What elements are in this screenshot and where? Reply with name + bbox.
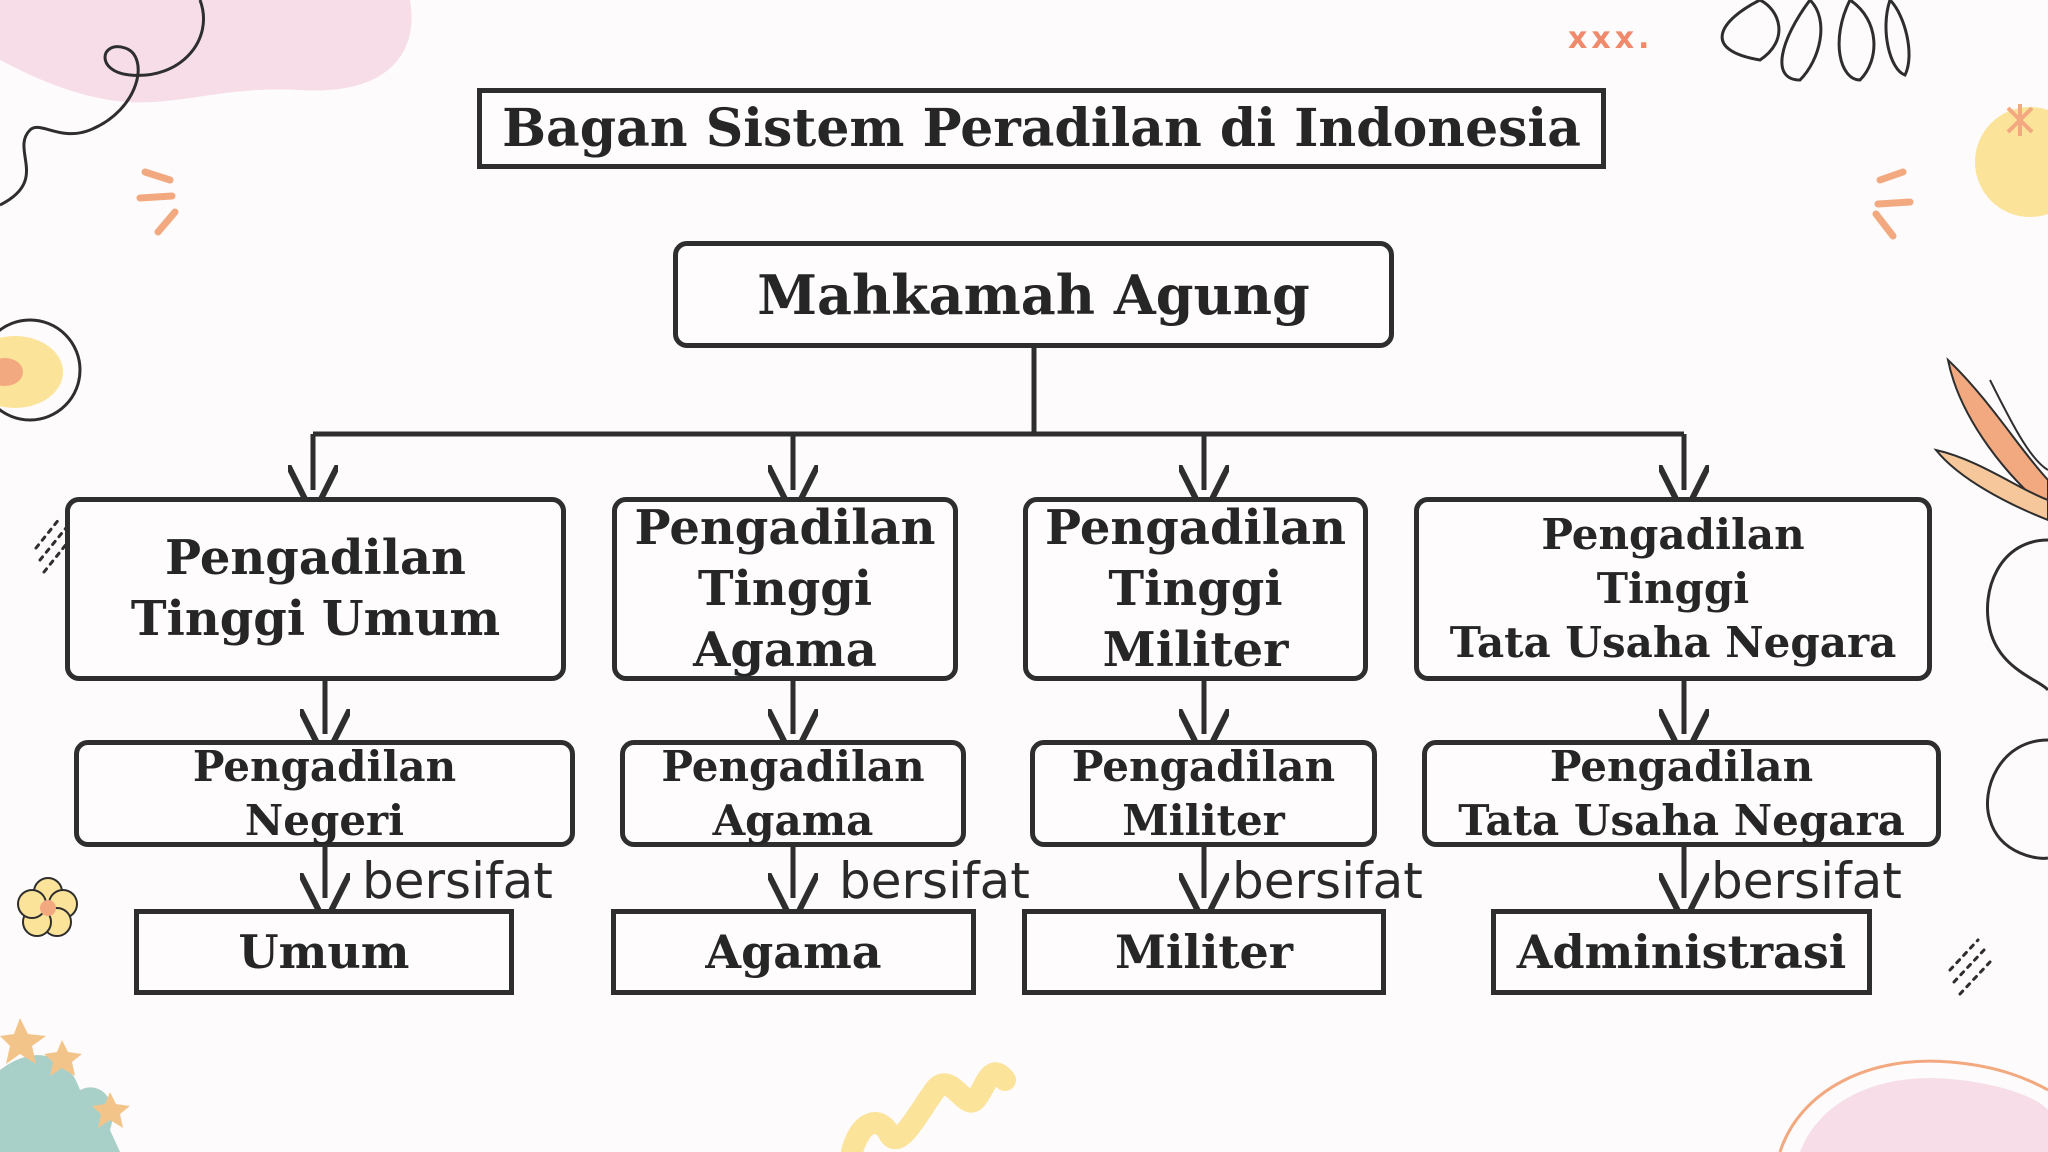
nature-agama: Agama (611, 909, 976, 995)
court-tata-usaha-negara: Pengadilan Tata Usaha Negara (1422, 740, 1941, 847)
connector-label-2: bersifat (839, 852, 1030, 910)
leaf-decoration-right (1933, 357, 2048, 522)
flower-decoration (17, 877, 78, 937)
fruit-mark (2006, 104, 2034, 136)
pink-blob-decoration-bottom (1800, 1078, 2048, 1152)
plant-decoration (0, 1055, 120, 1152)
swirl-decoration (0, 0, 205, 207)
court-agama: Pengadilan Agama (620, 740, 966, 847)
star-decoration (0, 1018, 130, 1128)
nature-umum: Umum (134, 909, 514, 995)
decor-text: xxx. (1568, 21, 1654, 56)
connector-label-4: bersifat (1711, 852, 1902, 910)
chart-title: Bagan Sistem Peradilan di Indonesia (477, 88, 1606, 169)
high-court-militer: Pengadilan Tinggi Militer (1023, 497, 1368, 681)
squiggle-decoration (841, 1062, 1016, 1152)
dash-decoration-right (1872, 168, 1914, 240)
dash-decoration-left (136, 168, 179, 236)
nature-militer: Militer (1022, 909, 1386, 995)
court-negeri: Pengadilan Negeri (74, 740, 575, 847)
nature-administrasi: Administrasi (1491, 909, 1872, 995)
high-court-tata-usaha-negara: Pengadilan Tinggi Tata Usaha Negara (1414, 497, 1932, 681)
connector-label-3: bersifat (1232, 852, 1423, 910)
egg-decoration (0, 318, 82, 422)
high-court-umum: Pengadilan Tinggi Umum (65, 497, 566, 681)
hatch-decoration-right (1948, 938, 1992, 996)
leaf-decoration-top (1720, 0, 1911, 82)
outline-decoration-right (1985, 538, 2048, 860)
court-militer: Pengadilan Militer (1030, 740, 1377, 847)
high-court-agama: Pengadilan Tinggi Agama (612, 497, 958, 681)
root-node-mahkamah-agung: Mahkamah Agung (673, 241, 1394, 348)
fruit-decoration (1975, 107, 2048, 217)
pink-blob-decoration (0, 0, 412, 103)
connector-label-1: bersifat (362, 852, 553, 910)
hatch-decoration-left (34, 516, 70, 574)
